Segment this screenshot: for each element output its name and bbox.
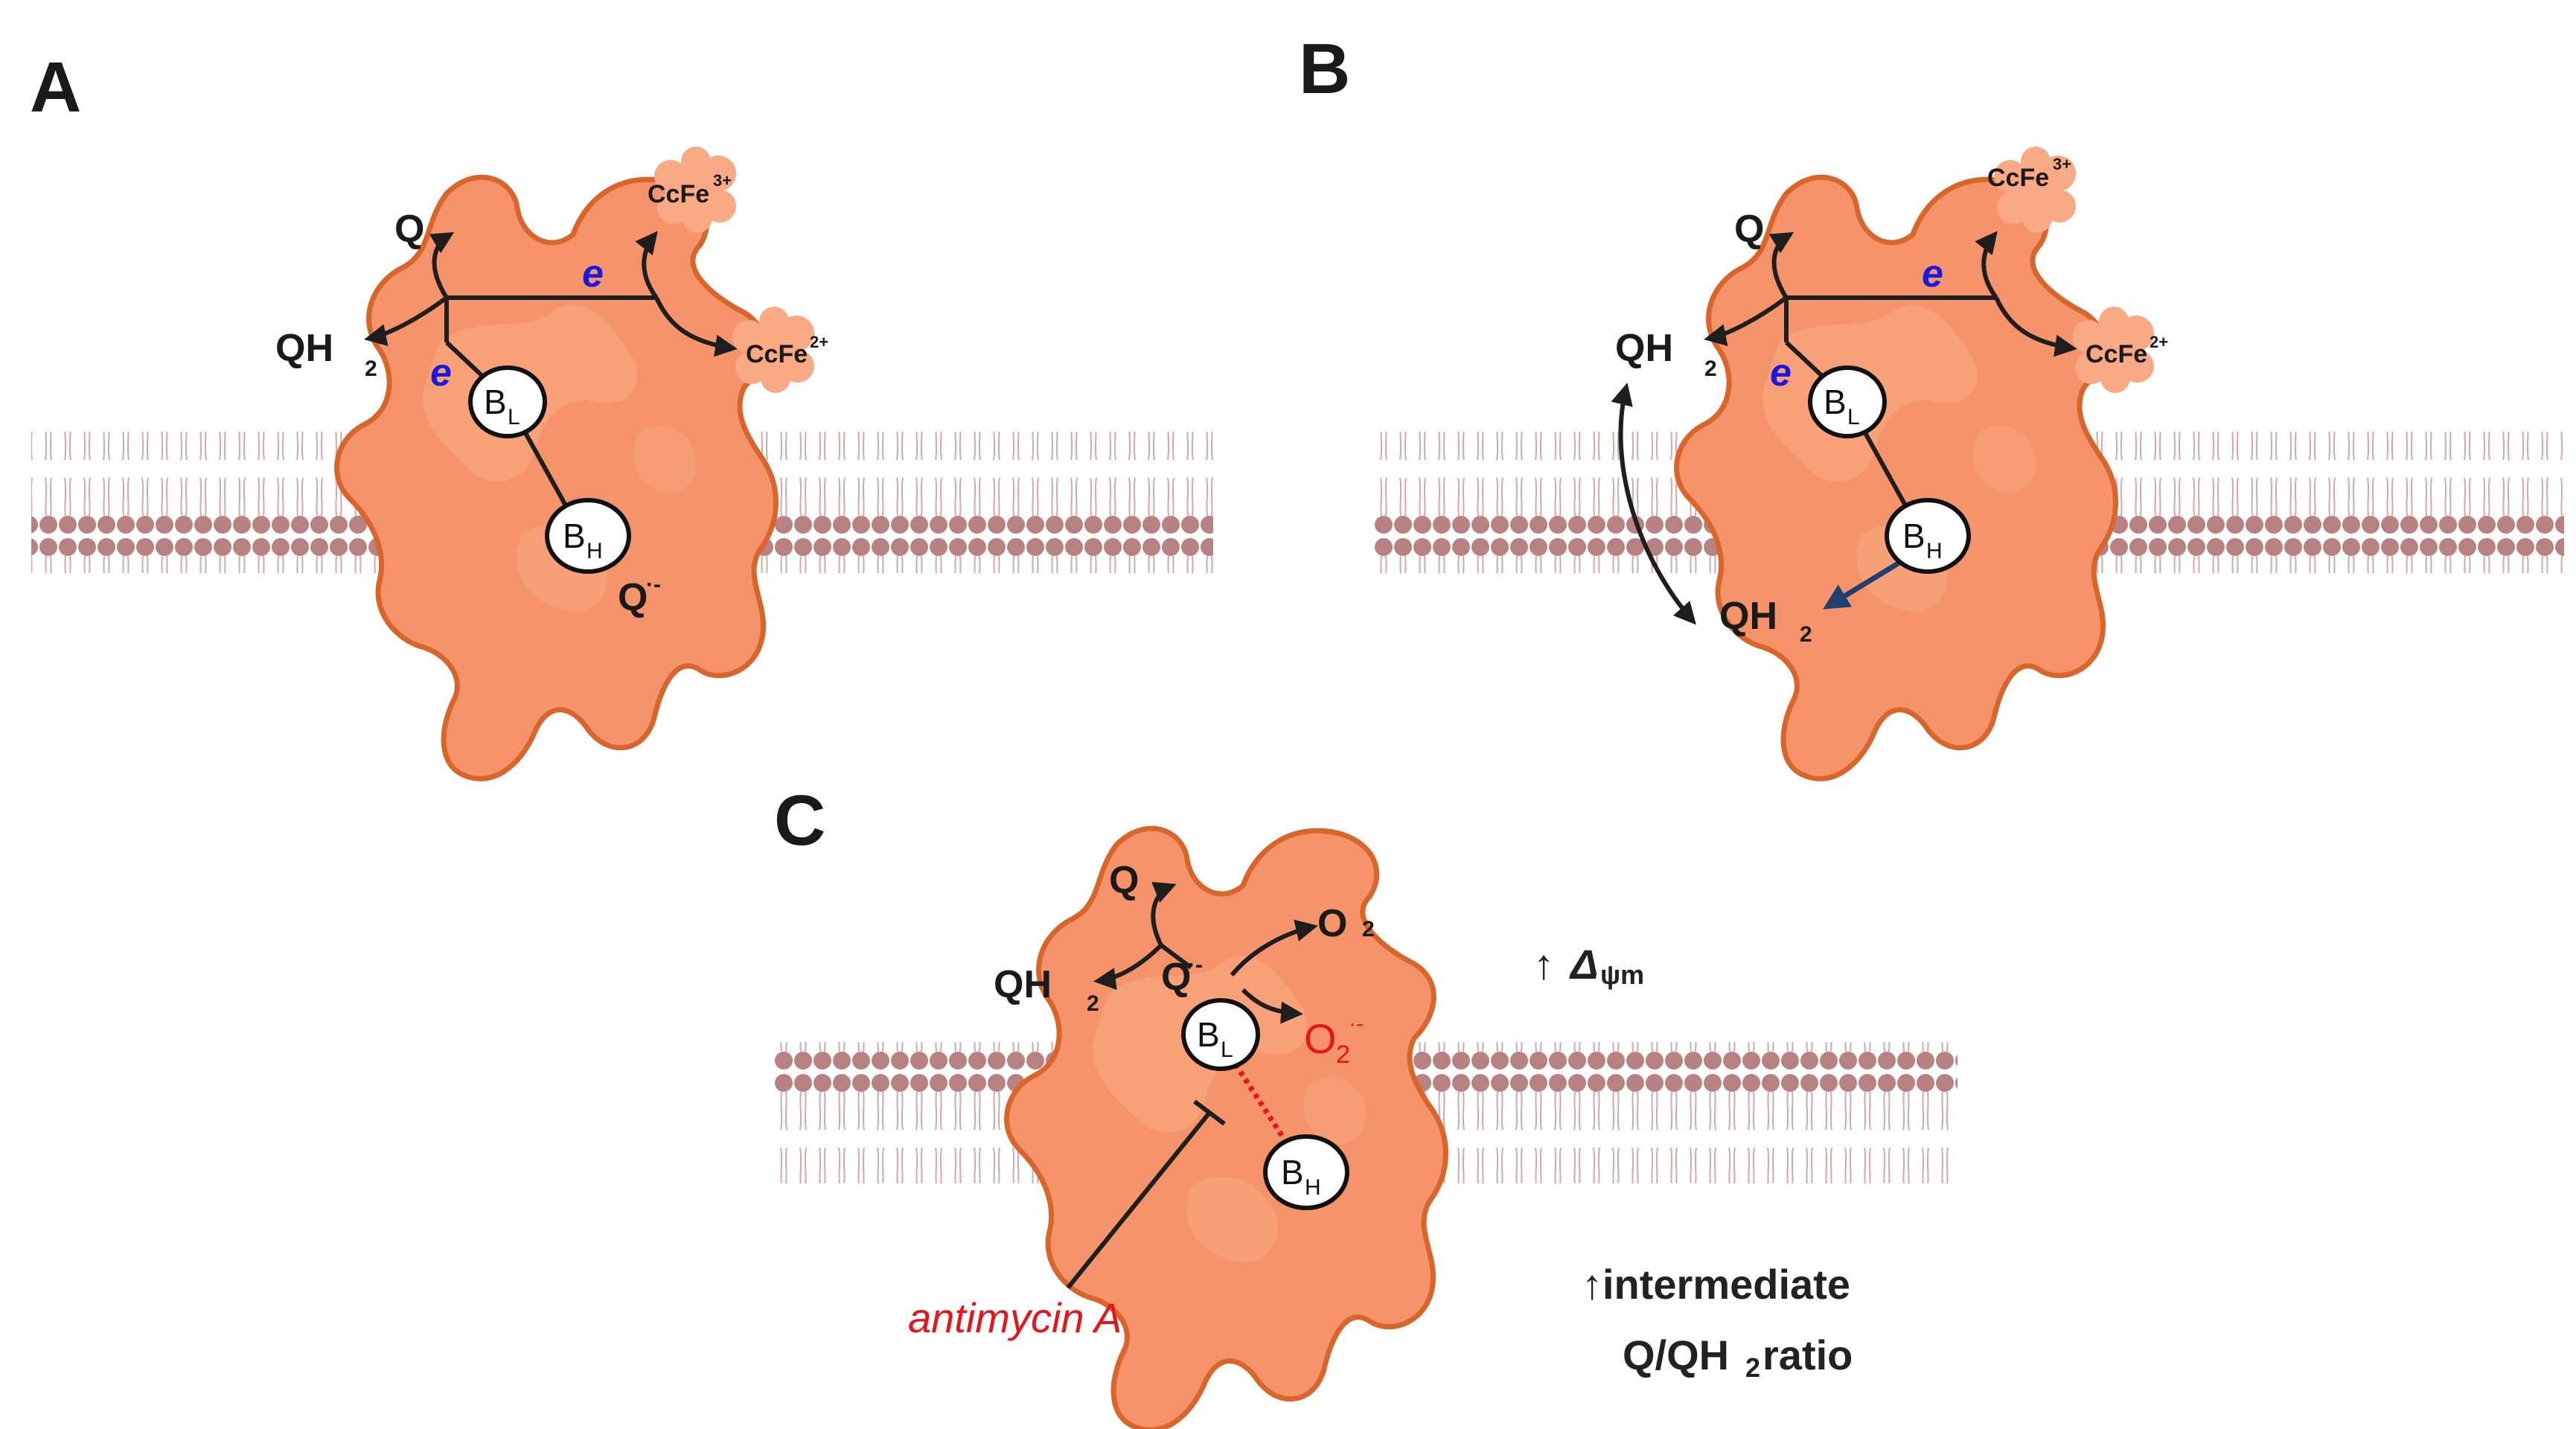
heme-bh-b: B H	[1885, 498, 1971, 574]
quinol-label-b: QH 2	[1615, 327, 1717, 381]
ccfe3-label-a: CcFe 3+	[648, 171, 732, 208]
svg-text:Q: Q	[618, 576, 648, 619]
heme-bl-c: B L	[1181, 998, 1260, 1071]
svg-text:·-: ·-	[1188, 953, 1203, 977]
ratio-note-line2: Q/QH 2 ratio	[1623, 1332, 1853, 1383]
svg-text:Δ: Δ	[1569, 941, 1599, 988]
svg-text:·-: ·-	[646, 572, 661, 597]
svg-text:L: L	[1221, 1038, 1233, 1062]
quinol-label-c: QH 2	[994, 963, 1099, 1016]
blocked-electron-path-c	[1233, 1063, 1286, 1140]
svg-text:2+: 2+	[810, 333, 828, 351]
svg-text:CcFe: CcFe	[2086, 340, 2147, 368]
heme-bh-a: B H	[545, 498, 631, 574]
semiquinone-label-a: Q ·-	[618, 572, 661, 619]
svg-text:O: O	[1304, 1015, 1337, 1062]
svg-text:B: B	[1824, 383, 1847, 421]
svg-text:ratio: ratio	[1762, 1332, 1853, 1378]
svg-text:B: B	[1197, 1015, 1220, 1054]
quinol-product-label-b: QH 2	[1719, 595, 1812, 647]
svg-text:QH: QH	[1719, 595, 1777, 638]
svg-text:CcFe: CcFe	[648, 180, 709, 208]
panel-a: A Q QH 2 e e CcFe 3+ CcFe 2+	[30, 48, 1213, 779]
svg-text:·-: ·-	[1349, 1011, 1364, 1036]
panel-b-letter: B	[1299, 29, 1350, 109]
svg-text:O: O	[1317, 902, 1347, 945]
complex-iii-protein-a	[337, 177, 776, 779]
svg-text:QH: QH	[275, 327, 333, 370]
panel-a-letter: A	[30, 48, 81, 127]
svg-text:H: H	[1926, 539, 1943, 563]
svg-text:Q: Q	[1161, 956, 1191, 999]
quinol-label-a: QH 2	[275, 327, 377, 381]
svg-text:L: L	[508, 405, 520, 429]
svg-text:CcFe: CcFe	[1987, 164, 2049, 192]
svg-text:2: 2	[1362, 917, 1375, 942]
ccfe2-label-b: CcFe 2+	[2086, 333, 2168, 368]
svg-text:B: B	[1281, 1153, 1304, 1192]
panel-c: C Q QH 2 Q ·- O 2 O 2 ·-	[774, 781, 1957, 1429]
heme-bl-a: B L	[468, 365, 547, 438]
svg-text:2: 2	[1087, 991, 1099, 1016]
electron-label-top-b: e	[1922, 252, 1943, 295]
svg-text:2: 2	[1704, 357, 1717, 381]
panel-b: B Q QH 2 e e CcFe 3+ CcFe	[1299, 29, 2564, 779]
heme-bl-b: B L	[1808, 365, 1887, 438]
svg-text:2: 2	[1745, 1352, 1760, 1383]
svg-text:3+: 3+	[713, 171, 732, 190]
superoxide-label-c: O 2 ·-	[1304, 1011, 1364, 1069]
svg-text:3+: 3+	[2053, 155, 2071, 173]
ccfe2-label-a: CcFe 2+	[746, 333, 828, 368]
svg-text:ψm: ψm	[1600, 959, 1644, 990]
oxygen-label-c: O 2	[1317, 902, 1375, 945]
electron-label-left-b: e	[1770, 351, 1792, 394]
svg-text:B: B	[563, 517, 586, 555]
svg-text:H: H	[1305, 1175, 1321, 1200]
svg-text:B: B	[1902, 517, 1925, 555]
svg-text:L: L	[1847, 405, 1860, 429]
quinone-label-b: Q	[1734, 208, 1764, 251]
quinone-label-c: Q	[1109, 859, 1139, 902]
semiquinone-label-c: Q ·-	[1161, 953, 1203, 999]
svg-text:2: 2	[1336, 1040, 1350, 1069]
reduction-arrow-b	[1823, 554, 1911, 610]
electron-paths-c	[1066, 882, 1318, 1289]
svg-text:Q/QH: Q/QH	[1623, 1332, 1729, 1378]
electron-label-left-a: e	[430, 351, 452, 394]
electron-label-top-a: e	[582, 252, 604, 295]
heme-bh-c: B H	[1263, 1134, 1349, 1210]
svg-text:B: B	[484, 383, 507, 421]
membrane-potential-note: ↑ Δ ψm	[1533, 941, 1644, 990]
quinone-label-a: Q	[394, 208, 424, 251]
svg-text:↑: ↑	[1533, 941, 1554, 988]
svg-text:H: H	[587, 539, 603, 563]
electron-paths-b	[1611, 231, 2077, 625]
svg-text:QH: QH	[1615, 327, 1673, 370]
panel-c-letter: C	[774, 781, 825, 860]
ccfe3-label-b: CcFe 3+	[1987, 155, 2071, 192]
svg-text:2: 2	[365, 357, 377, 381]
svg-text:2+: 2+	[2150, 333, 2168, 351]
complex-iii-protein-b	[1677, 177, 2116, 779]
svg-text:2: 2	[1800, 622, 1812, 647]
svg-text:CcFe: CcFe	[746, 340, 808, 368]
svg-text:QH: QH	[994, 963, 1052, 1006]
ratio-note-line1: ↑intermediate	[1582, 1261, 1850, 1308]
antimycin-a-label: antimycin A	[908, 1294, 1122, 1341]
